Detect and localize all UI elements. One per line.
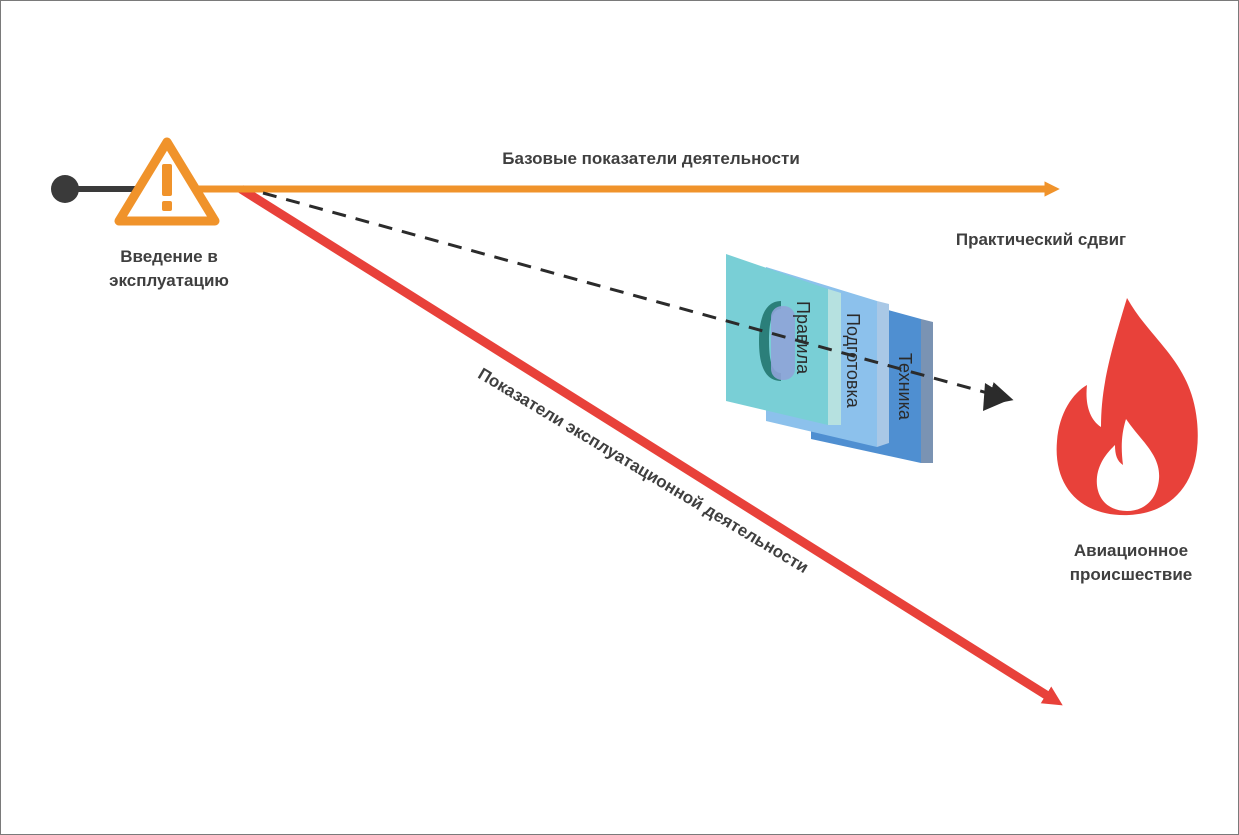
start-label-line1: Введение в [120, 247, 218, 266]
rules-hole [759, 301, 781, 381]
start-dot [51, 175, 79, 203]
rules-label: Правила [793, 301, 813, 375]
technology-label: Техника [895, 353, 915, 421]
drift-arrowhead [983, 383, 1011, 411]
operational-line [238, 185, 1063, 706]
baseline-label: Базовые показатели деятельности [502, 149, 800, 168]
accident-label-line1: Авиационное [1073, 541, 1189, 560]
accident-label-line2: происшествие [1069, 565, 1193, 584]
fire-icon [1056, 298, 1198, 516]
start-label: Введение в эксплуатацию [97, 245, 241, 293]
training-label: Подготовка [843, 313, 863, 409]
drift-line [262, 191, 1014, 406]
rules-hole-glow [771, 306, 795, 380]
accident-label: Авиационное происшествие [1041, 539, 1221, 587]
drift-label: Практический сдвиг [955, 230, 1127, 249]
start-label-line2: эксплуатацию [109, 271, 229, 290]
warning-triangle-icon [114, 137, 220, 226]
defense-layer-rules: Правила [726, 254, 841, 425]
